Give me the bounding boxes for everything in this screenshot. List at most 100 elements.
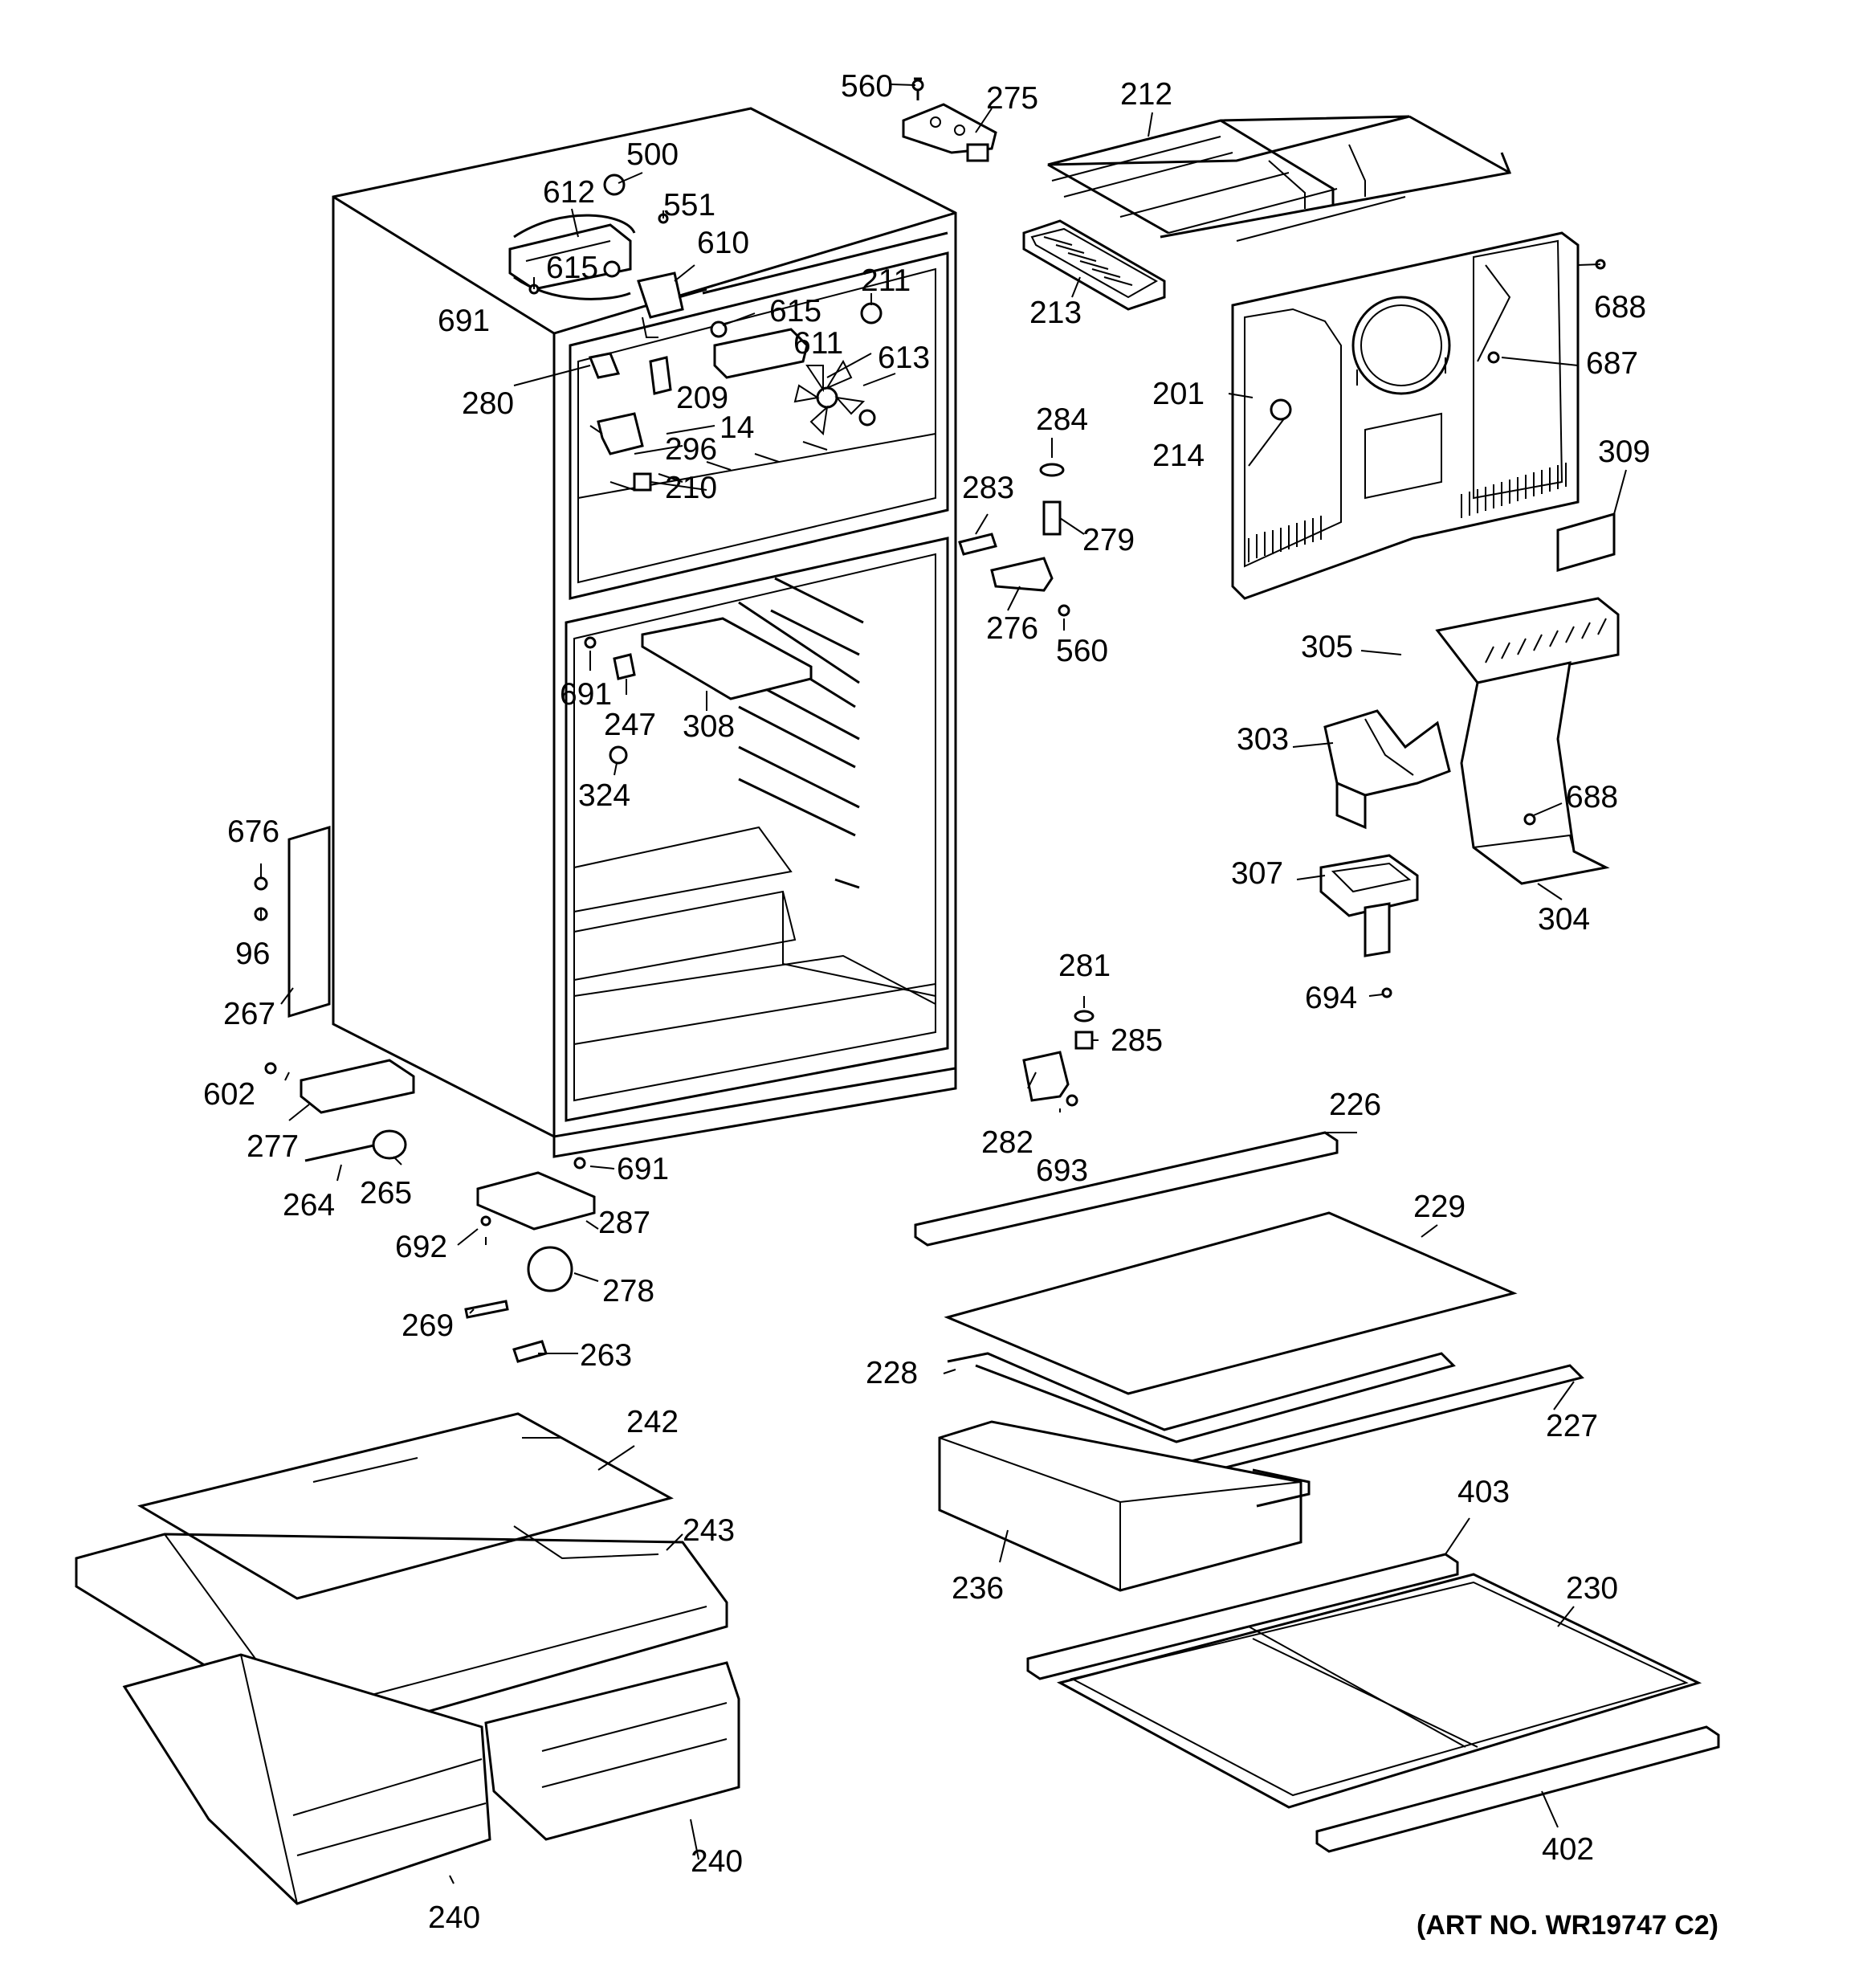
label-308: 308: [683, 709, 735, 744]
roller: [372, 1129, 407, 1160]
label-213: 213: [1029, 296, 1082, 330]
wheel: [527, 1246, 573, 1292]
label-278: 278: [602, 1274, 654, 1308]
label-243: 243: [683, 1513, 735, 1548]
fan-blade: [793, 359, 866, 436]
label-269: 269: [402, 1308, 454, 1343]
label-209: 209: [676, 381, 728, 415]
label-227: 227: [1546, 1409, 1598, 1443]
label-229: 229: [1413, 1190, 1466, 1224]
label-303: 303: [1237, 722, 1289, 757]
ice-tray: [1022, 219, 1166, 311]
hinge-pin-bottom: [1074, 1031, 1094, 1050]
label-287: 287: [598, 1206, 650, 1240]
label-560-top: 560: [841, 69, 893, 104]
label-610: 610: [697, 226, 749, 260]
damper-control: [1319, 854, 1419, 957]
control-bracket: [508, 173, 636, 300]
label-281: 281: [1058, 949, 1111, 983]
thermostat-housing: [597, 412, 644, 455]
label-615: 615: [769, 294, 821, 329]
screw-icons: [254, 79, 1606, 1227]
freezer-wire-shelf: [1047, 115, 1512, 242]
label-226: 226: [1329, 1088, 1381, 1122]
label-304: 304: [1538, 902, 1590, 937]
label-280: 280: [462, 386, 514, 421]
label-694: 694: [1305, 981, 1357, 1015]
label-276: 276: [986, 611, 1038, 646]
label-688: 688: [1566, 780, 1618, 814]
label-691-top: 691: [438, 304, 490, 338]
label-236: 236: [952, 1571, 1004, 1606]
lower-rear-trim: [1315, 1725, 1720, 1853]
label-309: 309: [1598, 435, 1650, 469]
air-diffuser: [588, 352, 621, 379]
label-212: 212: [1120, 77, 1172, 112]
crisper-cover-glass: [137, 1412, 674, 1600]
label-283: 283: [962, 471, 1014, 505]
top-hinge: [902, 77, 997, 162]
label-211: 211: [861, 263, 911, 298]
label-615-top: 615: [546, 251, 598, 285]
label-602: 602: [203, 1077, 255, 1112]
label-267: 267: [223, 997, 275, 1031]
label-611: 611: [793, 326, 843, 361]
glass-shelf: [944, 1211, 1518, 1395]
cover-plate: [1556, 512, 1616, 572]
air-damper-plate: [641, 617, 813, 700]
light-bulb: [609, 745, 628, 765]
lower-glass-shelf: [1056, 1573, 1702, 1809]
label-500: 500: [626, 137, 679, 172]
drain-plug: [633, 472, 652, 492]
label-201: 201: [1152, 377, 1205, 411]
crisper-drawer-left: [122, 1653, 491, 1905]
label-282: 282: [981, 1125, 1033, 1160]
washer-center: [1039, 463, 1065, 477]
label-687: 687: [1586, 346, 1638, 381]
label-277: 277: [247, 1129, 299, 1164]
crisper-drawer-right: [484, 1661, 740, 1841]
part-labels: 560 275 212 500 612 551 610 615 691 211 …: [203, 69, 1650, 1935]
axle: [304, 1143, 378, 1162]
label-305: 305: [1301, 630, 1353, 664]
label-275: 275: [986, 81, 1038, 116]
label-228: 228: [866, 1356, 918, 1390]
label-692: 692: [395, 1230, 447, 1264]
label-96: 96: [235, 937, 270, 971]
label-14: 14: [720, 410, 754, 445]
nut: [858, 409, 876, 427]
hinge-pin: [1042, 500, 1062, 536]
label-264: 264: [283, 1188, 335, 1223]
pin: [464, 1300, 509, 1319]
label-240-right: 240: [691, 1844, 743, 1879]
label-688-top: 688: [1594, 290, 1646, 325]
label-612: 612: [543, 175, 595, 210]
label-242: 242: [626, 1405, 679, 1439]
fan-bracket: [713, 328, 809, 379]
side-bracket: [287, 825, 331, 1018]
damper-housing: [1323, 709, 1451, 830]
evaporator-cover: [1231, 231, 1580, 600]
fan-motor: [637, 271, 707, 338]
label-240-left: 240: [428, 1900, 480, 1935]
label-279: 279: [1082, 523, 1135, 557]
label-210: 210: [665, 471, 717, 505]
label-230: 230: [1566, 1571, 1618, 1606]
label-676: 676: [227, 814, 279, 849]
label-285: 285: [1111, 1023, 1163, 1058]
label-551: 551: [663, 188, 715, 222]
label-402: 402: [1542, 1832, 1594, 1867]
label-613: 613: [878, 341, 930, 375]
label-263: 263: [580, 1338, 632, 1373]
leveling-leg: [512, 1340, 548, 1363]
roller-bracket: [476, 1171, 596, 1231]
label-560: 560: [1056, 634, 1108, 668]
front-cover: [300, 1059, 415, 1114]
label-691-bottom: 691: [617, 1152, 669, 1186]
label-214: 214: [1152, 439, 1205, 473]
label-691-mid: 691: [560, 677, 612, 712]
shelf-frame: [947, 1352, 1456, 1443]
label-284: 284: [1036, 402, 1088, 437]
art-number: (ART NO. WR19747 C2): [1417, 1910, 1718, 1941]
